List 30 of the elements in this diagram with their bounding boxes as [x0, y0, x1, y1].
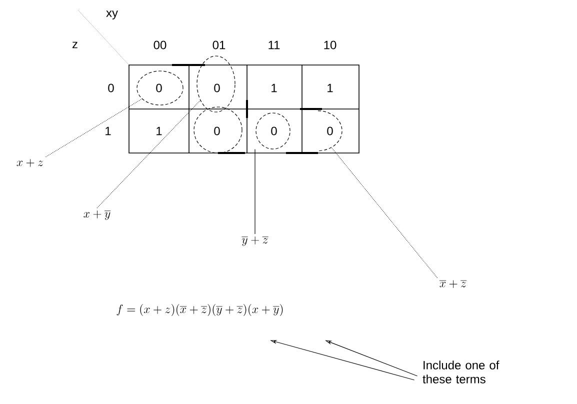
header-label: 00 — [154, 40, 166, 50]
term-label: $\overline{y}+\overline{z}$ — [242, 236, 268, 246]
grouping-loop — [256, 112, 290, 150]
header-label: 10 — [324, 40, 336, 50]
grouping-loop — [136, 70, 184, 106]
leader-line — [254, 149, 256, 234]
cell-value: 1 — [328, 84, 333, 92]
header-label: 11 — [268, 40, 280, 50]
header-label: 0 — [108, 84, 114, 92]
function-expression: $f = (x+z)(\overline{x}+\overline{z})(\overline{y}+\overline{z})(x+\overline{y})$ — [116, 304, 283, 316]
grouping-loop — [196, 56, 236, 112]
cell-value: 1 — [156, 126, 162, 136]
cell-value: 0 — [214, 126, 220, 136]
note-text: Include one of these terms — [422, 360, 500, 384]
cell-value: 0 — [327, 126, 333, 136]
leader-line — [96, 100, 201, 208]
cell-value: 0 — [214, 84, 220, 92]
cell-value: 0 — [271, 126, 277, 136]
leader-line — [45, 98, 142, 158]
header-label: 1 — [106, 126, 111, 136]
term-label: $x+\overline{y}$ — [84, 210, 111, 220]
axis-label: z — [72, 42, 78, 48]
term-label: $x+z$ — [16, 159, 44, 167]
leader-line — [331, 147, 438, 278]
axis-label: xy — [106, 10, 118, 20]
grouping-loop — [318, 110, 342, 152]
cell-value: 0 — [156, 84, 162, 92]
cell-value: 1 — [272, 84, 277, 92]
grouping-loop — [194, 106, 242, 154]
term-label: $\overline{x}+\overline{z}$ — [439, 280, 467, 288]
